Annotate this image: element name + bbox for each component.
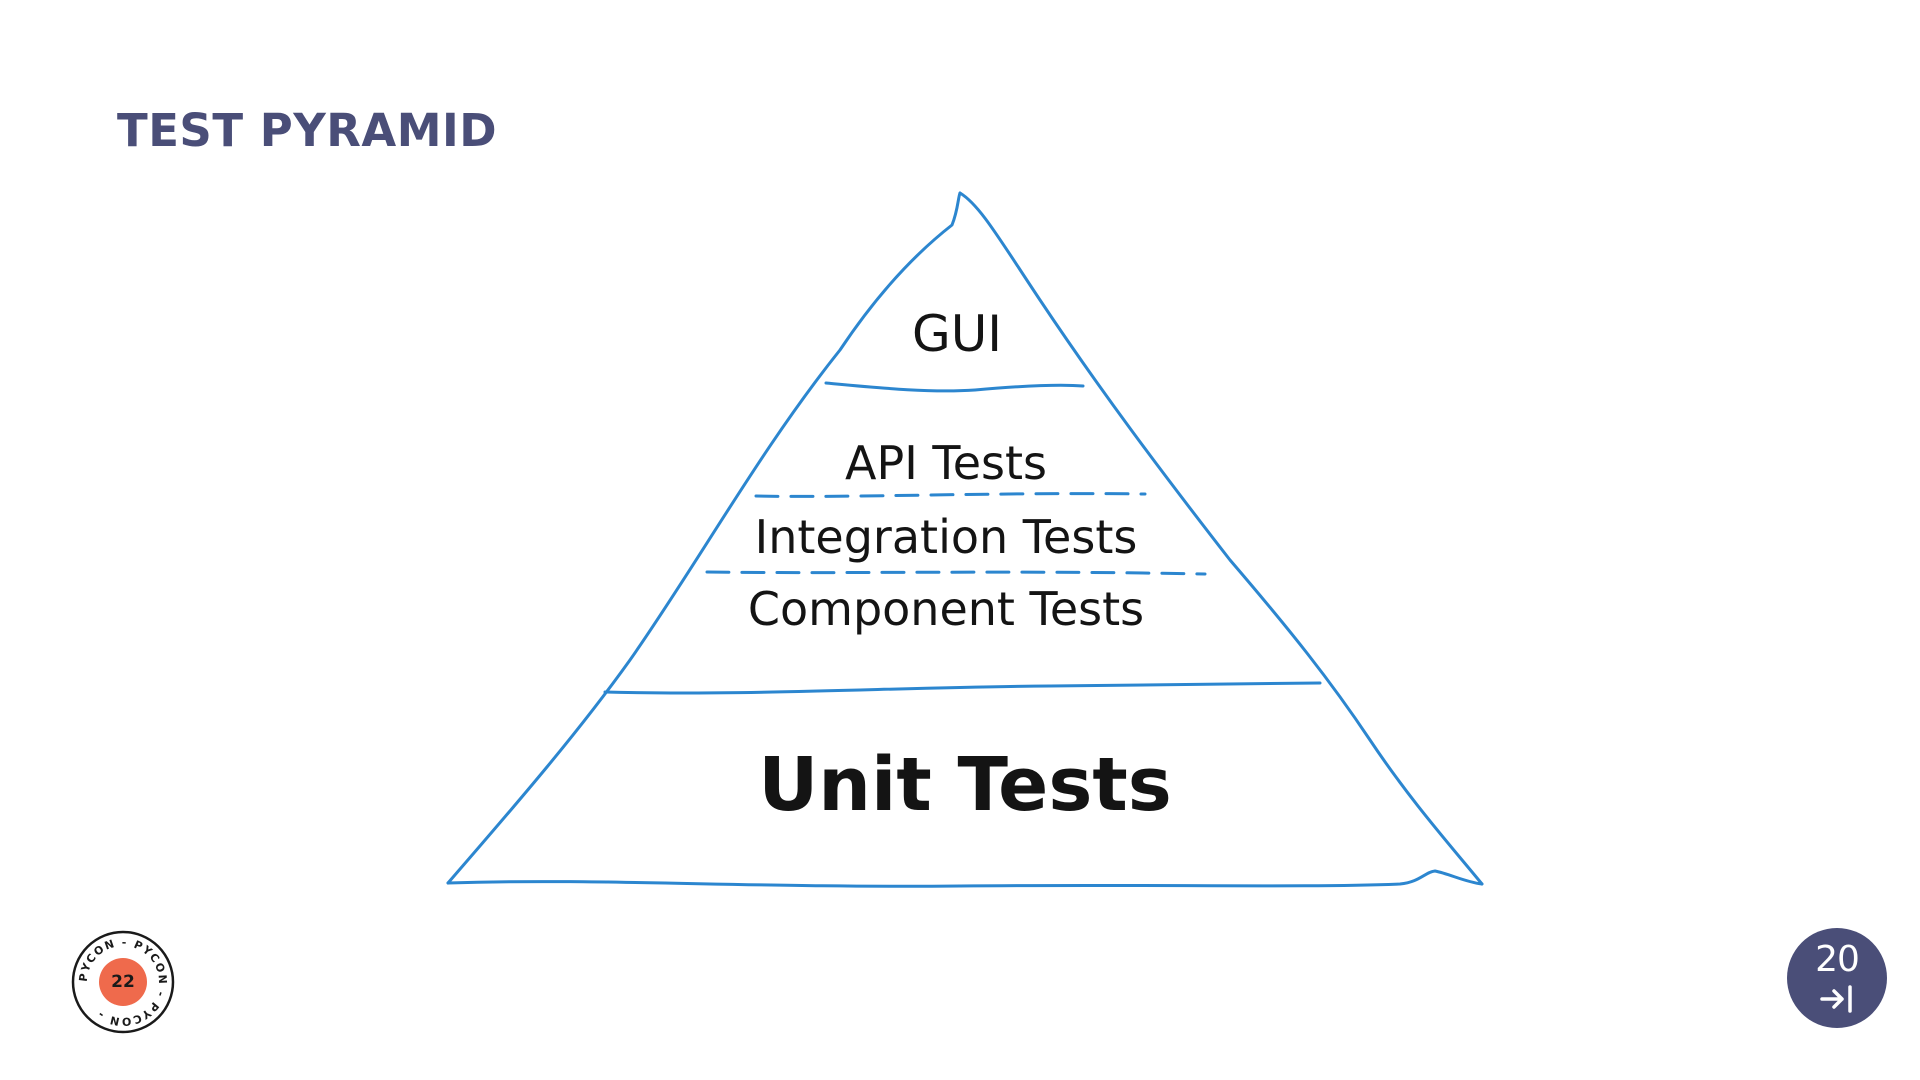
pycon-year: 22 (111, 972, 135, 992)
layer-label-integration-tests: Integration Tests (755, 510, 1138, 564)
pycon-logo: PYCON - PYCON - PYCON - 22 (71, 930, 175, 1034)
pyramid-left-edge (446, 191, 962, 885)
arrow-right-to-bar-icon (1820, 985, 1852, 1013)
gui-separator (824, 381, 1085, 393)
layer-label-unit-tests: Unit Tests (758, 742, 1172, 828)
integration-component-divider (705, 570, 1207, 576)
api-integration-divider (754, 492, 1147, 498)
unit-separator (603, 681, 1322, 695)
pyramid-right-edge (958, 191, 1484, 886)
layer-label-component-tests: Component Tests (748, 582, 1144, 636)
page-number: 20 (1815, 939, 1860, 980)
slide-title: TEST PYRAMID (117, 104, 498, 157)
layer-label-api-tests: API Tests (845, 436, 1047, 490)
pyramid-base (446, 869, 1484, 888)
page-number-badge: 20 (1787, 928, 1887, 1028)
layer-label-gui: GUI (912, 305, 1002, 363)
